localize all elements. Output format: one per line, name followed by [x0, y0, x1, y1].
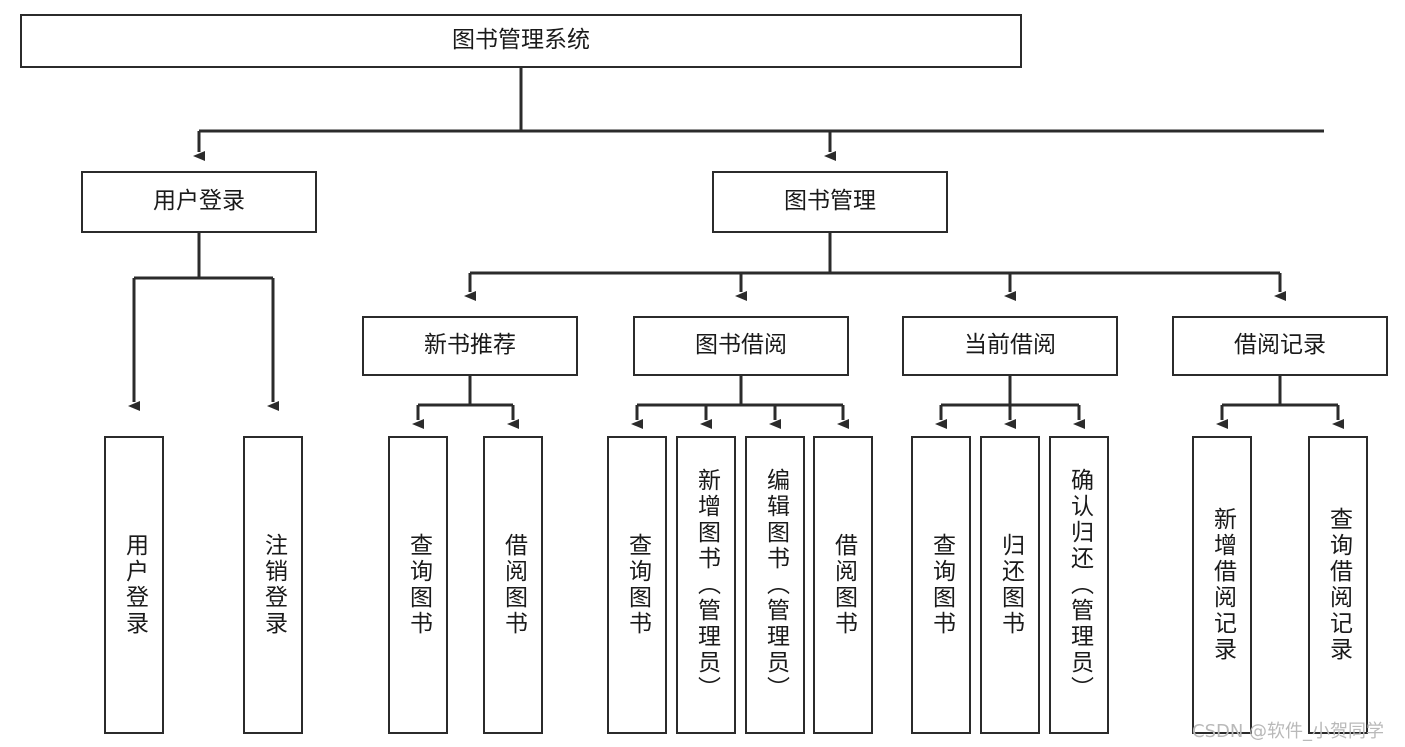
node-label: 借阅图书: [830, 533, 857, 637]
leaf-current-borrow-return-book[interactable]: 归还图书: [980, 436, 1040, 734]
node-label: 当前借阅: [964, 332, 1056, 359]
leaf-borrow-record-query-record[interactable]: 查询借阅记录: [1308, 436, 1368, 734]
leaf-book-borrow-query-book[interactable]: 查询图书: [607, 436, 667, 734]
node-label: 用户登录: [121, 533, 148, 637]
leaf-book-borrow-add-book-admin[interactable]: 新增图书（管理员）: [676, 436, 736, 734]
node-label: 借阅记录: [1234, 332, 1326, 359]
leaf-new-book-query-book[interactable]: 查询图书: [388, 436, 448, 734]
node-label: 归还图书: [997, 533, 1024, 637]
leaf-borrow-record-add-record[interactable]: 新增借阅记录: [1192, 436, 1252, 734]
node-label: 编辑图书（管理员）: [762, 468, 789, 702]
node-label: 查询借阅记录: [1325, 507, 1352, 663]
node-label: 新增借阅记录: [1209, 507, 1236, 663]
node-label: 图书借阅: [695, 332, 787, 359]
node-label: 查询图书: [405, 533, 432, 637]
node-label: 查询图书: [928, 533, 955, 637]
leaf-new-book-borrow-book[interactable]: 借阅图书: [483, 436, 543, 734]
csdn-watermark: CSDN @软件_小贺同学: [1192, 721, 1385, 742]
leaf-current-borrow-confirm-return-admin[interactable]: 确认归还（管理员）: [1049, 436, 1109, 734]
node-label: 图书管理系统: [452, 27, 590, 54]
leaf-user-login-login[interactable]: 用户登录: [104, 436, 164, 734]
leaf-book-borrow-borrow-book[interactable]: 借阅图书: [813, 436, 873, 734]
node-label: 注销登录: [260, 533, 287, 637]
node-label: 借阅图书: [500, 533, 527, 637]
node-user-login[interactable]: 用户登录: [81, 171, 317, 233]
leaf-current-borrow-query-book[interactable]: 查询图书: [911, 436, 971, 734]
node-root-book-management-system[interactable]: 图书管理系统: [20, 14, 1022, 68]
node-book-borrow[interactable]: 图书借阅: [633, 316, 849, 376]
node-label: 确认归还（管理员）: [1066, 468, 1093, 702]
node-label: 查询图书: [624, 533, 651, 637]
node-label: 新书推荐: [424, 332, 516, 359]
node-label: 图书管理: [784, 188, 876, 215]
node-new-book-recommend[interactable]: 新书推荐: [362, 316, 578, 376]
node-book-management[interactable]: 图书管理: [712, 171, 948, 233]
node-current-borrow[interactable]: 当前借阅: [902, 316, 1118, 376]
leaf-book-borrow-edit-book-admin[interactable]: 编辑图书（管理员）: [745, 436, 805, 734]
leaf-user-login-logout[interactable]: 注销登录: [243, 436, 303, 734]
node-label: 新增图书（管理员）: [693, 468, 720, 702]
node-label: 用户登录: [153, 188, 245, 215]
node-borrow-record[interactable]: 借阅记录: [1172, 316, 1388, 376]
